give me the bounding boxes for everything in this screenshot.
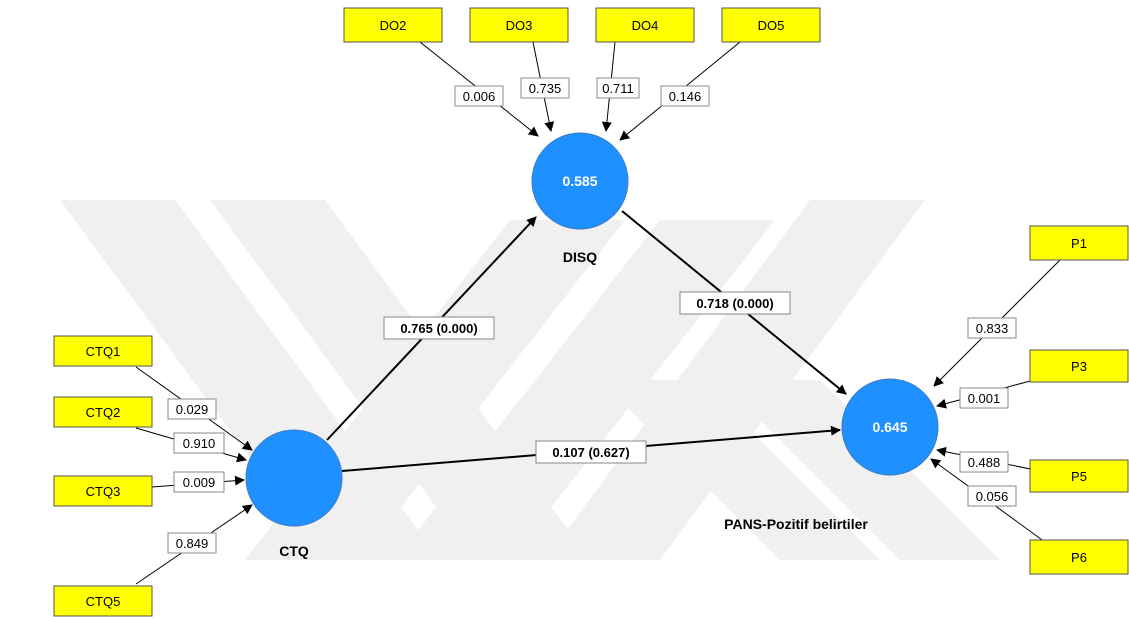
construct-disq[interactable]: 0.585 DISQ bbox=[531, 132, 629, 265]
indicator-p1[interactable]: P1 bbox=[1029, 225, 1129, 261]
weight-do2: 0.006 bbox=[463, 89, 496, 104]
weight-p5: 0.488 bbox=[968, 455, 1001, 470]
weight-label-ctq5: 0.849 bbox=[167, 532, 217, 554]
weight-do5: 0.146 bbox=[669, 89, 702, 104]
indicator-do4-label: DO4 bbox=[632, 18, 659, 33]
weight-label-p1: 0.833 bbox=[967, 317, 1017, 339]
weight-label-do3: 0.735 bbox=[520, 77, 570, 99]
weight-do3: 0.735 bbox=[529, 81, 562, 96]
weight-label-p6: 0.056 bbox=[967, 485, 1017, 507]
weight-label-ctq1: 0.029 bbox=[167, 398, 217, 420]
indicator-ctq1[interactable]: CTQ1 bbox=[53, 335, 153, 367]
path-ctq-disq-value: 0.765 (0.000) bbox=[400, 321, 477, 336]
weight-label-do4: 0.711 bbox=[596, 77, 640, 99]
construct-ctq-circle bbox=[245, 429, 343, 527]
indicator-do4[interactable]: DO4 bbox=[595, 7, 695, 43]
weight-label-p3: 0.001 bbox=[959, 387, 1009, 409]
indicator-p5[interactable]: P5 bbox=[1029, 459, 1129, 493]
construct-pans-name: PANS-Pozitif belirtiler bbox=[724, 516, 868, 532]
indicator-do5-label: DO5 bbox=[758, 18, 785, 33]
watermark-logo bbox=[60, 200, 1000, 560]
weight-label-ctq2: 0.910 bbox=[173, 432, 225, 454]
weight-label-ctq3: 0.009 bbox=[173, 471, 225, 493]
indicator-do3-label: DO3 bbox=[506, 18, 533, 33]
indicator-ctq5-label: CTQ5 bbox=[86, 594, 121, 609]
construct-ctq-name: CTQ bbox=[279, 543, 309, 559]
indicator-ctq2[interactable]: CTQ2 bbox=[53, 396, 153, 428]
path-label-ctq-disq: 0.765 (0.000) bbox=[383, 316, 495, 340]
construct-disq-circle bbox=[531, 132, 629, 230]
indicator-ctq2-label: CTQ2 bbox=[86, 405, 121, 420]
weight-p6: 0.056 bbox=[976, 489, 1009, 504]
construct-disq-r2: 0.585 bbox=[562, 173, 597, 189]
indicator-ctq5[interactable]: CTQ5 bbox=[53, 585, 153, 617]
indicator-p6-label: P6 bbox=[1071, 550, 1087, 565]
indicator-p3[interactable]: P3 bbox=[1029, 349, 1129, 383]
indicator-ctq3[interactable]: CTQ3 bbox=[53, 475, 153, 507]
indicator-p6[interactable]: P6 bbox=[1029, 539, 1129, 575]
weight-ctq5: 0.849 bbox=[176, 536, 209, 551]
weight-ctq2: 0.910 bbox=[183, 436, 216, 451]
construct-ctq[interactable]: CTQ bbox=[245, 429, 343, 559]
indicator-do2[interactable]: DO2 bbox=[343, 7, 443, 43]
construct-pans[interactable]: 0.645 PANS-Pozitif belirtiler bbox=[724, 378, 939, 532]
path-ctq-pans-value: 0.107 (0.627) bbox=[552, 445, 629, 460]
weight-label-p5: 0.488 bbox=[959, 451, 1009, 473]
weight-p1: 0.833 bbox=[976, 321, 1009, 336]
indicator-ctq1-label: CTQ1 bbox=[86, 344, 121, 359]
indicator-do5[interactable]: DO5 bbox=[721, 7, 821, 43]
indicator-do3[interactable]: DO3 bbox=[469, 7, 569, 43]
indicator-p3-label: P3 bbox=[1071, 359, 1087, 374]
path-label-disq-pans: 0.718 (0.000) bbox=[679, 291, 791, 315]
indicator-p5-label: P5 bbox=[1071, 469, 1087, 484]
weight-ctq1: 0.029 bbox=[176, 402, 209, 417]
construct-pans-r2: 0.645 bbox=[872, 419, 907, 435]
indicator-ctq3-label: CTQ3 bbox=[86, 484, 121, 499]
path-labels: 0.765 (0.000) 0.718 (0.000) 0.107 (0.627… bbox=[383, 291, 791, 464]
construct-disq-name: DISQ bbox=[563, 249, 597, 265]
weight-label-do2: 0.006 bbox=[454, 85, 504, 107]
weight-ctq3: 0.009 bbox=[183, 475, 216, 490]
path-label-ctq-pans: 0.107 (0.627) bbox=[535, 440, 647, 464]
indicator-do2-label: DO2 bbox=[380, 18, 407, 33]
indicator-p1-label: P1 bbox=[1071, 236, 1087, 251]
weight-label-do5: 0.146 bbox=[660, 85, 710, 107]
path-disq-pans-value: 0.718 (0.000) bbox=[696, 296, 773, 311]
weight-do4: 0.711 bbox=[602, 81, 634, 96]
construct-pans-circle bbox=[841, 378, 939, 476]
weight-p3: 0.001 bbox=[968, 391, 1001, 406]
weight-labels: 0.029 0.910 0.009 0.849 0.006 0.735 0.71… bbox=[167, 77, 1017, 554]
